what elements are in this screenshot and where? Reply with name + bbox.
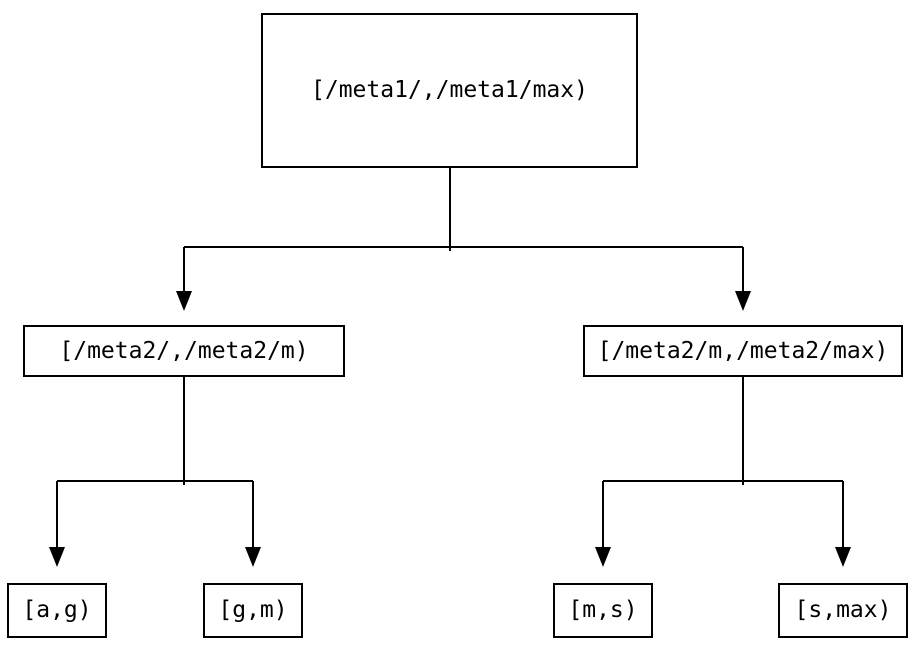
arrowhead-to-left-node bbox=[176, 291, 192, 311]
node-root-label: [/meta1/,/meta1/max) bbox=[311, 77, 588, 103]
arrowhead-to-leaf-ms bbox=[595, 547, 611, 567]
leaf-ag: [a,g) bbox=[7, 583, 107, 638]
leaf-gm-label: [g,m) bbox=[218, 597, 288, 623]
node-meta2-lower: [/meta2/,/meta2/m) bbox=[23, 325, 345, 377]
leaf-ms-label: [m,s) bbox=[568, 597, 638, 623]
node-meta2-upper-label: [/meta2/m,/meta2/max) bbox=[597, 337, 889, 364]
leaf-gm: [g,m) bbox=[203, 583, 303, 638]
leaf-smax: [s,max) bbox=[778, 583, 908, 638]
arrowhead-to-right-node bbox=[735, 291, 751, 311]
node-meta2-upper: [/meta2/m,/meta2/max) bbox=[583, 325, 903, 377]
arrowhead-to-leaf-gm bbox=[245, 547, 261, 567]
node-meta2-lower-label: [/meta2/,/meta2/m) bbox=[59, 337, 309, 364]
leaf-ag-label: [a,g) bbox=[22, 597, 92, 623]
node-root: [/meta1/,/meta1/max) bbox=[261, 13, 638, 168]
arrowhead-to-leaf-ag bbox=[49, 547, 65, 567]
arrowhead-to-leaf-smax bbox=[835, 547, 851, 567]
leaf-ms: [m,s) bbox=[553, 583, 653, 638]
leaf-smax-label: [s,max) bbox=[794, 597, 892, 623]
